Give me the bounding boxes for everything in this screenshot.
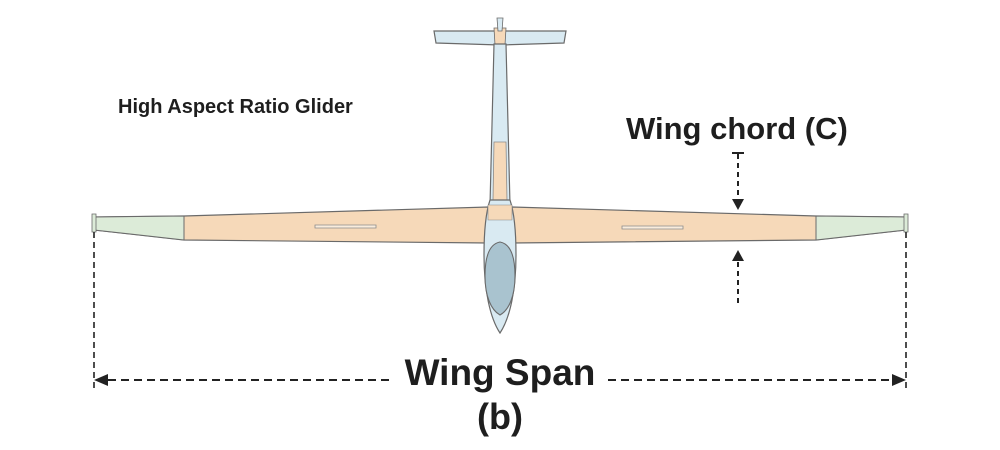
wing-span-label: Wing Span: [404, 352, 596, 393]
chord-dimension: [732, 152, 744, 305]
right-wing: [511, 206, 909, 244]
canopy: [484, 241, 516, 316]
horizontal-stabilizer: [433, 17, 567, 46]
diagram-title: High Aspect Ratio Glider: [118, 96, 353, 118]
span-dimension: [93, 232, 907, 392]
left-wing: [91, 206, 489, 244]
wing-span-symbol: (b): [477, 396, 523, 437]
tail-boom: [489, 43, 511, 206]
wing-chord-label: Wing chord (C): [626, 111, 848, 146]
